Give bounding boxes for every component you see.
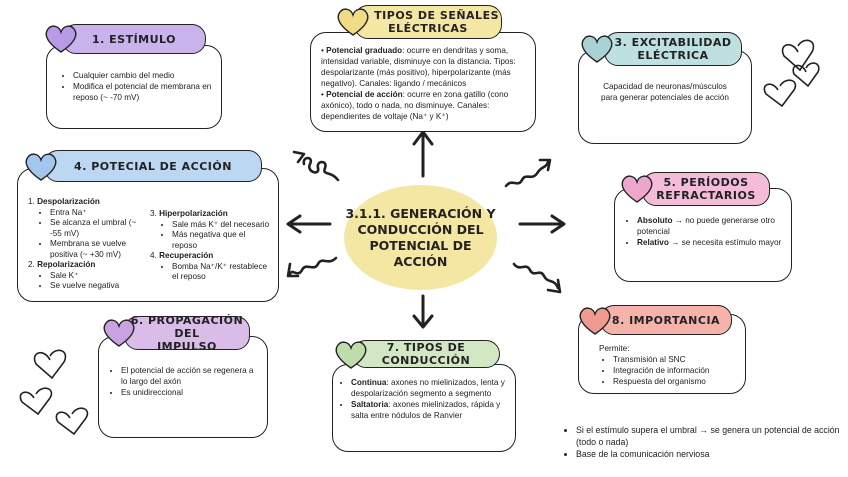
importancia-item-3: Respuesta del organismo bbox=[613, 376, 745, 387]
heart-yellow-icon bbox=[337, 8, 369, 36]
refractarios-a-text: → no puede generarse otro potencial bbox=[637, 216, 775, 236]
arrow-right bbox=[518, 214, 566, 234]
arrow-left bbox=[286, 214, 332, 234]
senales-p2-text: : ocurre en zona gatillo (cono axónico),… bbox=[321, 90, 509, 121]
note-2: Base de la comunicación nerviosa bbox=[576, 448, 848, 460]
senales-p2-bold: Potencial de acción bbox=[326, 90, 403, 99]
note-1: Si el estímulo supera el umbral → se gen… bbox=[576, 424, 848, 448]
doodle-heart-1 bbox=[781, 39, 815, 72]
notes-list: Si el estímulo supera el umbral → se gen… bbox=[560, 424, 848, 460]
potencial-s3-item-1: Sale más K⁺ del necesario bbox=[172, 220, 270, 231]
conduccion-card: Continua: axones no mielinizados, lenta … bbox=[332, 364, 516, 452]
refractarios-r-text: → se necesita estímulo mayor bbox=[668, 238, 782, 247]
importancia-intro: Permite: bbox=[599, 344, 630, 353]
potencial-s3: Hiperpolarización bbox=[159, 209, 228, 218]
conduccion-c-bold: Continua bbox=[351, 378, 387, 387]
potencial-s3-item-2: Más negativa que el reposo bbox=[172, 230, 270, 251]
estimulo-title: 1. ESTÍMULO bbox=[62, 24, 206, 54]
heart-purple-icon bbox=[45, 25, 77, 53]
arrow-up bbox=[412, 130, 434, 178]
heart-lilac-icon bbox=[103, 319, 135, 347]
doodle-heart-4 bbox=[33, 349, 67, 380]
importancia-item-2: Integración de información bbox=[613, 365, 745, 376]
central-topic: 3.1.1. GENERACIÓN Y CONDUCCIÓN DEL POTEN… bbox=[344, 185, 497, 290]
potencial-s2: Repolarización bbox=[37, 260, 96, 269]
potencial-card: 1. Despolarización Entra Na⁺ Se alcanza … bbox=[17, 168, 279, 302]
heart-teal-icon bbox=[581, 35, 613, 63]
potencial-s4: Recuperación bbox=[159, 251, 214, 260]
excitabilidad-text: Capacidad de neuronas/músculos para gene… bbox=[601, 82, 729, 102]
estimulo-card: Cualquier cambio del medio Modifica el p… bbox=[46, 45, 222, 129]
potencial-title: 4. POTECIAL DE ACCIÓN bbox=[44, 150, 262, 182]
heart-pink-icon bbox=[621, 175, 653, 203]
potencial-s2-item-2: Se vuelve negativa bbox=[50, 281, 150, 292]
senales-p1-bold: Potencial graduado bbox=[326, 46, 403, 55]
potencial-s1-item-1: Entra Na⁺ bbox=[50, 208, 150, 219]
senales-card: • Potencial graduado: ocurre en dendrita… bbox=[310, 32, 536, 132]
potencial-s4-item-1: Bomba Na⁺/K⁺ restablece el reposo bbox=[172, 262, 270, 283]
heart-green-icon bbox=[335, 341, 367, 369]
arrow-down bbox=[412, 294, 434, 329]
potencial-s1-item-2: Se alcanza el umbral (~ -55 mV) bbox=[50, 218, 150, 239]
senales-p1-text: : ocurre en dendritas y soma, intensidad… bbox=[321, 46, 516, 88]
conduccion-s-bold: Saltatoria bbox=[351, 400, 389, 409]
potencial-s2-item-1: Sale K⁺ bbox=[50, 271, 150, 282]
curly-arrow-bottom-right bbox=[512, 262, 562, 294]
central-title-line1: 3.1.1. GENERACIÓN Y bbox=[345, 205, 496, 221]
central-title-line2: CONDUCCIÓN DEL bbox=[357, 221, 484, 237]
doodle-heart-6 bbox=[55, 407, 89, 436]
central-title-line3: POTENCIAL DE ACCIÓN bbox=[369, 237, 472, 269]
curly-arrow-top-right bbox=[504, 158, 552, 188]
importancia-item-1: Transmisión al SNC bbox=[613, 354, 745, 365]
conduccion-s-text: : axones mielinizados, rápida y salta en… bbox=[351, 400, 501, 420]
propagacion-item-2: Es unidireccional bbox=[121, 387, 259, 398]
heart-salmon-icon bbox=[579, 307, 611, 335]
conduccion-title: 7. TIPOS DE CONDUCCIÓN bbox=[352, 340, 500, 368]
refractarios-r-bold: Relativo bbox=[637, 238, 669, 247]
potencial-s1-item-3: Membrana se vuelve positiva (~ +30 mV) bbox=[50, 239, 150, 260]
potencial-s1: Despolarización bbox=[37, 197, 100, 206]
conduccion-c-text: : axones no mielinizados, lenta y despol… bbox=[351, 378, 505, 398]
propagacion-item-1: El potencial de acción se regenera a lo … bbox=[121, 365, 259, 387]
estimulo-item-2: Modifica el potencial de membrana en rep… bbox=[73, 81, 213, 103]
curly-arrow-top-left bbox=[292, 150, 340, 182]
heart-blue-icon bbox=[25, 153, 57, 181]
doodle-heart-2 bbox=[763, 79, 797, 108]
propagacion-card: El potencial de acción se regenera a lo … bbox=[98, 336, 268, 438]
refractarios-a-bold: Absoluto bbox=[637, 216, 673, 225]
curly-arrow-bottom-left bbox=[286, 256, 338, 278]
doodle-heart-3 bbox=[792, 62, 820, 88]
estimulo-item-1: Cualquier cambio del medio bbox=[73, 70, 213, 81]
importancia-title: 8. IMPORTANCIA bbox=[600, 305, 732, 335]
doodle-heart-5 bbox=[19, 387, 53, 416]
